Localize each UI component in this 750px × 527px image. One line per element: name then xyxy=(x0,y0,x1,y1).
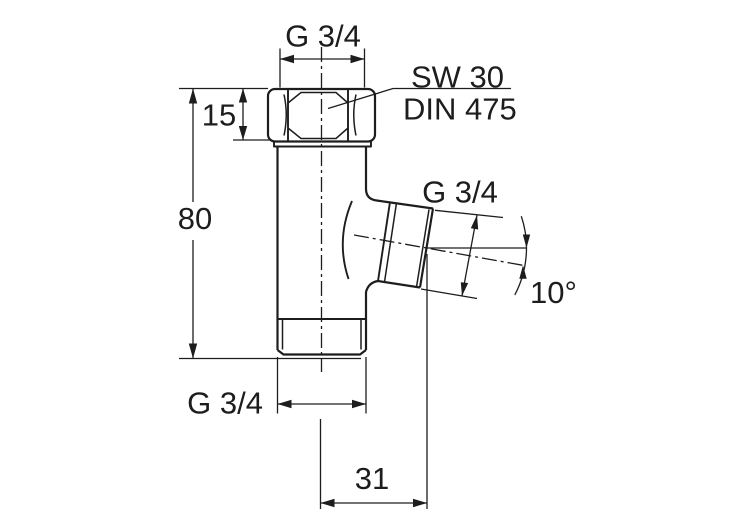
dim-outlet-thread-extension-lines xyxy=(420,209,504,300)
label-nut-height: 15 xyxy=(202,98,236,133)
outlet-end-face-inner-line xyxy=(415,209,430,288)
dim-top-thread: G 3/4 xyxy=(279,19,366,88)
label-wrench-size: SW 30 xyxy=(411,60,504,95)
arrowhead xyxy=(460,282,469,296)
dim-total-height: 80 xyxy=(178,88,361,360)
outlet-centerline xyxy=(353,234,525,267)
arrowhead xyxy=(320,498,335,508)
arrowhead xyxy=(238,126,248,140)
arrowhead xyxy=(519,265,527,279)
outlet-bottom-and-body-right-lower xyxy=(364,279,421,350)
washer xyxy=(273,140,372,148)
outlet-base-joint-line xyxy=(377,201,391,282)
label-bottom-thread: G 3/4 xyxy=(187,386,263,421)
dim-top-thread-extension-lines xyxy=(279,48,366,88)
arrowhead xyxy=(280,54,294,64)
dim-nut-height: 15 xyxy=(179,87,271,141)
label-outlet-thread: G 3/4 xyxy=(422,175,498,210)
arrowhead xyxy=(522,234,531,248)
arrowhead xyxy=(470,215,479,230)
arrowhead xyxy=(352,399,366,409)
label-outlet-offset: 31 xyxy=(355,461,389,496)
leader-line xyxy=(327,87,511,110)
thread-root-lines xyxy=(281,319,362,350)
label-total-height: 80 xyxy=(178,201,212,236)
dim-nut-height-extension-lines xyxy=(179,87,271,141)
hex-nut-facet-lines xyxy=(287,89,349,141)
arrowhead xyxy=(238,88,248,103)
arrowhead xyxy=(188,343,198,359)
dim-outlet-angle: 10° xyxy=(426,215,577,310)
body-right-edge-and-outlet-top xyxy=(364,146,434,210)
hex-nut-lobe-arcs xyxy=(283,94,357,136)
valve-body xyxy=(276,146,434,356)
arrowhead xyxy=(413,498,427,508)
label-outlet-angle: 10° xyxy=(530,275,577,310)
hex-nut-chamfer-lines xyxy=(287,91,349,140)
label-top-thread: G 3/4 xyxy=(285,19,361,54)
arrowhead xyxy=(350,54,365,64)
dim-outlet-offset: 31 xyxy=(319,254,428,509)
dim-bottom-thread: G 3/4 xyxy=(187,357,367,421)
outlet-base-inner-line xyxy=(383,202,398,283)
dim-outlet-offset-extension-lines xyxy=(319,254,428,509)
dim-outlet-thread: G 3/4 xyxy=(420,175,504,300)
leader-wrench-size: SW 30 DIN 475 xyxy=(327,60,517,127)
label-norm: DIN 475 xyxy=(403,92,517,127)
angle-arc xyxy=(514,215,528,296)
arrowhead xyxy=(188,88,198,104)
body-outlet-intersection-curve xyxy=(341,200,353,280)
arrowhead xyxy=(277,399,292,409)
